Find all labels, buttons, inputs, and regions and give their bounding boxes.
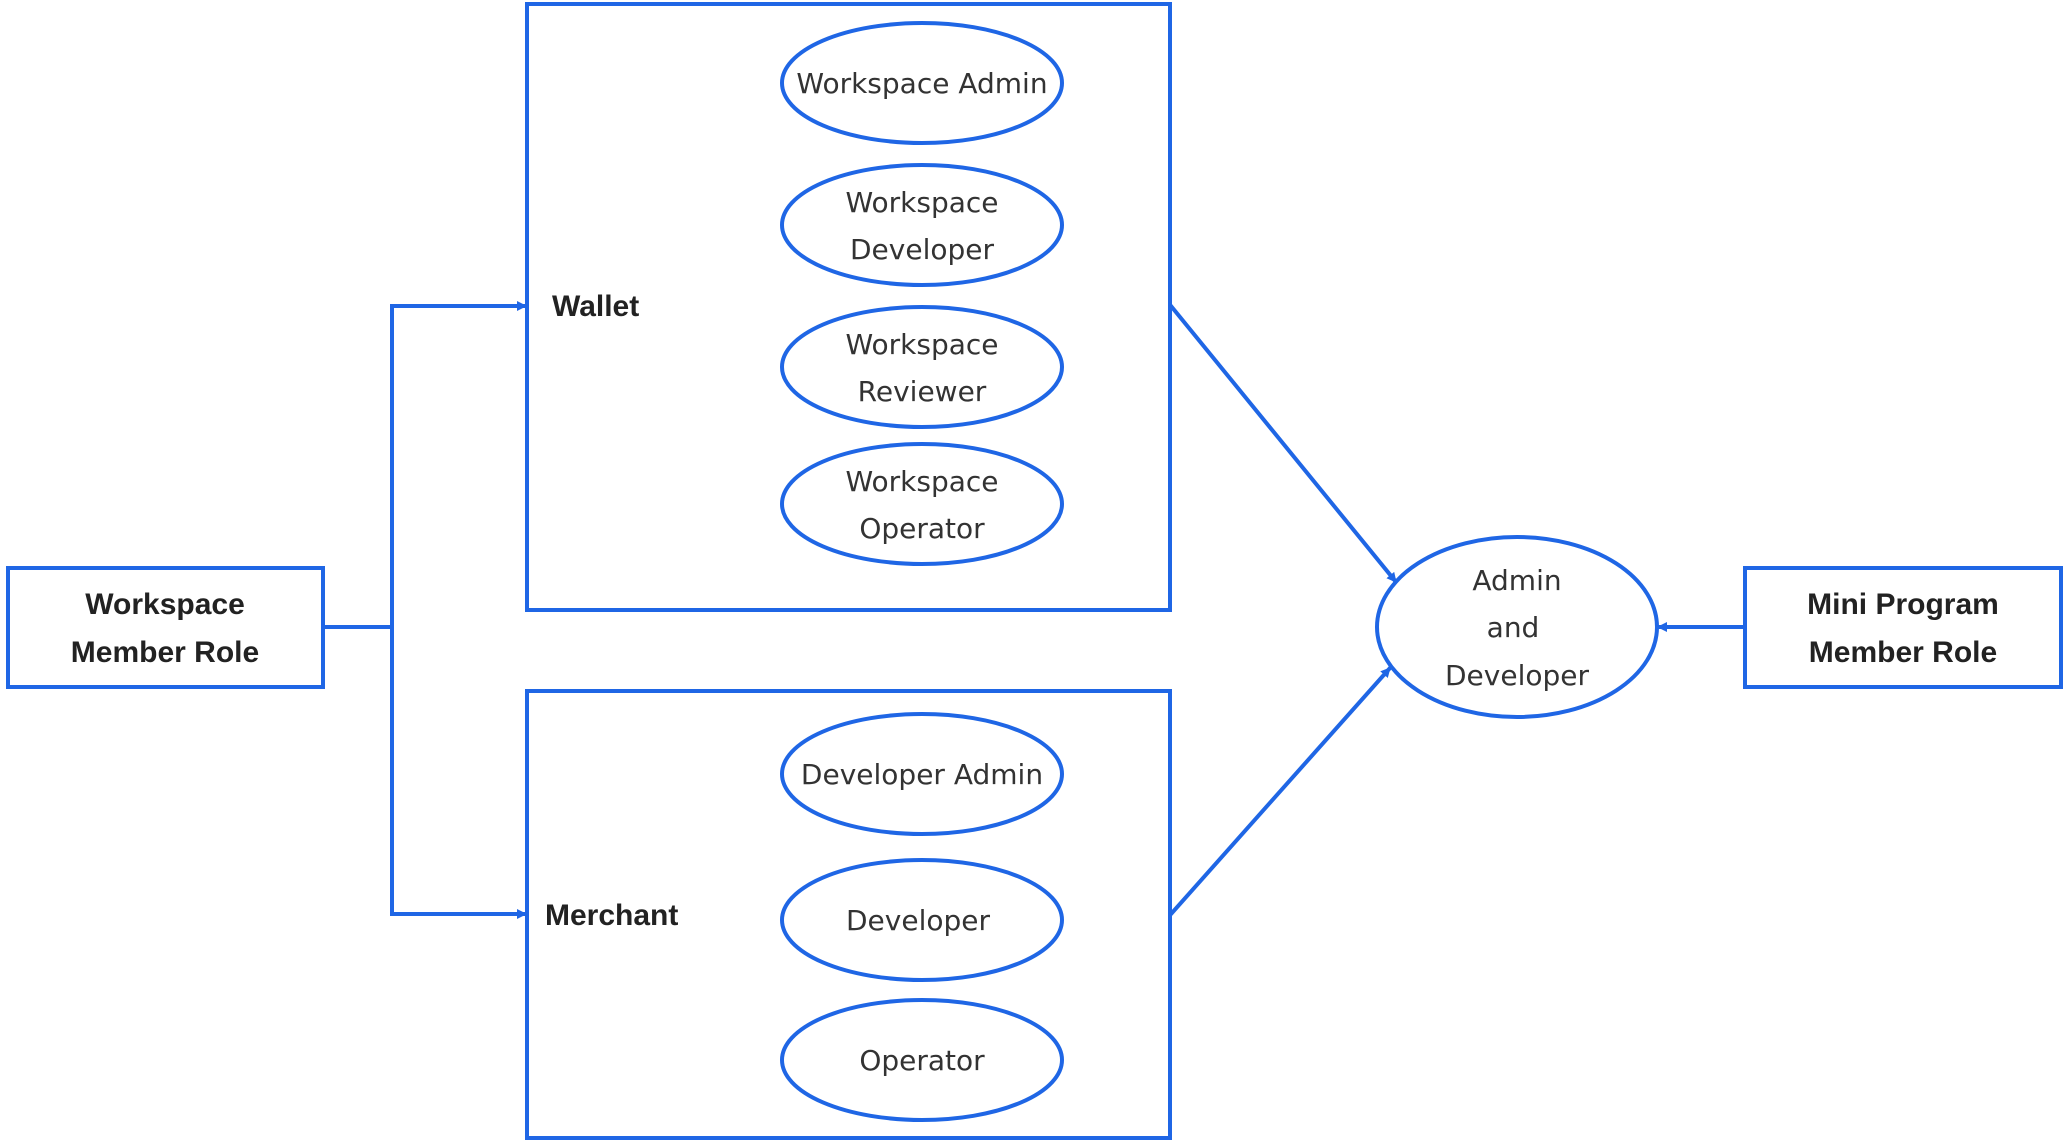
merchant-group: Merchant Developer Admin Developer Opera… [525, 689, 1172, 1140]
role-operator[interactable]: Operator [780, 998, 1064, 1122]
role-workspace-operator-ellipse [780, 442, 1064, 566]
connector-merchant-to-admin-developer [1168, 665, 1393, 917]
role-developer-admin[interactable]: Developer Admin [780, 712, 1064, 836]
role-workspace-reviewer-line-2: Reviewer [858, 375, 987, 408]
role-workspace-admin[interactable]: Workspace Admin [780, 21, 1064, 145]
workspace-member-role-node[interactable]: Workspace Member Role [6, 566, 325, 689]
admin-and-developer-ellipse [1375, 535, 1659, 719]
workspace-member-role-box [6, 566, 325, 689]
mini-program-member-role-node[interactable]: Mini Program Member Role [1743, 566, 2063, 689]
role-workspace-developer-line-1: Workspace [845, 186, 998, 219]
role-operator-ellipse [780, 998, 1064, 1122]
role-developer-admin-label: Developer Admin [801, 758, 1043, 791]
role-workspace-admin-label: Workspace Admin [796, 67, 1047, 100]
mini-program-member-role-line-1: Mini Program [1807, 588, 1999, 621]
admin-and-developer-line-1: Admin [1472, 564, 1561, 597]
mini-program-member-role-box [1743, 566, 2063, 689]
workspace-member-role-line-2: Member Role [71, 636, 259, 669]
wallet-group: Wallet Workspace Admin Workspace Develop… [525, 2, 1172, 612]
role-developer[interactable]: Developer [780, 858, 1064, 982]
role-workspace-reviewer-line-1: Workspace [845, 328, 998, 361]
role-developer-label: Developer [846, 904, 990, 937]
role-operator-label: Operator [859, 1044, 985, 1077]
connectors [322, 301, 1746, 919]
workspace-member-role-line-1: Workspace [85, 588, 245, 621]
admin-and-developer-line-2: and [1487, 611, 1540, 644]
role-developer-ellipse [780, 858, 1064, 982]
admin-and-developer-line-3: Developer [1445, 659, 1589, 692]
role-workspace-developer-line-2: Developer [850, 233, 994, 266]
role-workspace-developer-ellipse [780, 163, 1064, 287]
wallet-label: Wallet [552, 290, 639, 323]
admin-and-developer-node[interactable]: Admin and Developer [1375, 535, 1659, 719]
role-workspace-operator[interactable]: Workspace Operator [780, 442, 1064, 566]
role-workspace-reviewer-ellipse [780, 305, 1064, 429]
connector-branch-to-wallet [390, 301, 528, 629]
role-workspace-operator-line-2: Operator [859, 512, 985, 545]
role-workspace-admin-ellipse [780, 21, 1064, 145]
role-workspace-reviewer[interactable]: Workspace Reviewer [780, 305, 1064, 429]
connector-branch-to-merchant [390, 625, 528, 919]
role-workspace-developer[interactable]: Workspace Developer [780, 163, 1064, 287]
mini-program-member-role-line-2: Member Role [1809, 636, 1997, 669]
role-developer-admin-ellipse [780, 712, 1064, 836]
merchant-label: Merchant [545, 899, 678, 932]
role-workspace-operator-line-1: Workspace [845, 465, 998, 498]
connector-wallet-to-admin-developer [1168, 303, 1399, 585]
